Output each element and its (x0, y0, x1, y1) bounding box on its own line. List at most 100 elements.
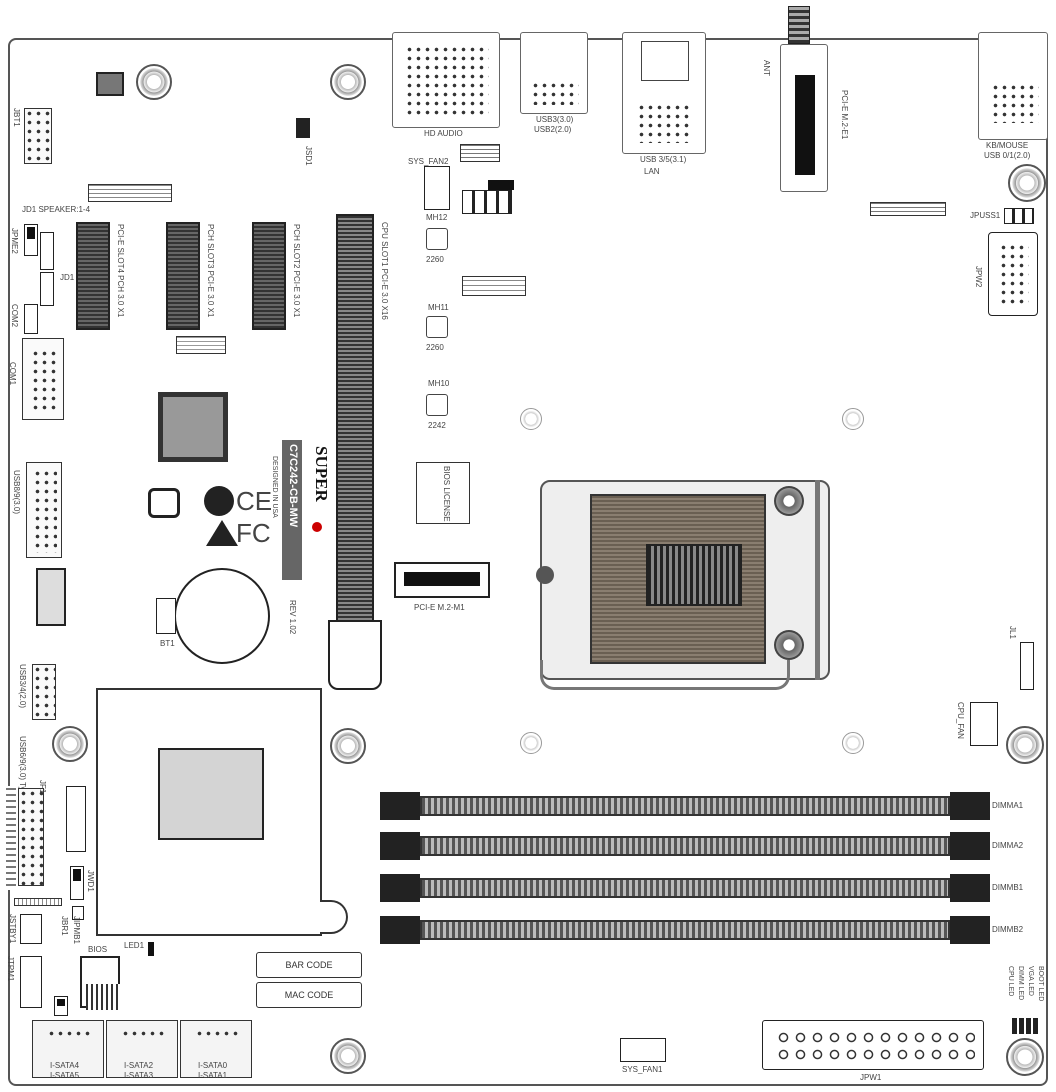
cpu-fan-label: CPU_FAN (956, 702, 965, 739)
jbt-header (24, 108, 52, 164)
usb-header (26, 462, 62, 558)
pcie-slot4 (76, 222, 110, 330)
sys-fan2-header (424, 166, 450, 210)
m2-standoff-2260a (426, 228, 448, 250)
com1-header (22, 338, 64, 420)
jstby-sticker (14, 898, 62, 906)
dimm-latch (950, 874, 990, 902)
mac-code-text: MAC CODE (284, 990, 334, 1000)
heatsink-notch (320, 900, 348, 934)
boot-led-label: BOOT LED (1037, 966, 1044, 1002)
pch-heatsink (96, 688, 322, 936)
jtpm1-label: JTPM1 (6, 956, 15, 982)
isata0-label: I-SATA0 (198, 1061, 228, 1070)
heatsink-hole (842, 732, 864, 754)
pcie-slot2 (252, 222, 286, 330)
jd1-label-block (88, 184, 172, 202)
pch-chip (158, 748, 264, 840)
dimm-latch (380, 916, 420, 944)
bios-label: BIOS (88, 945, 108, 954)
m2242-label: 2242 (428, 421, 446, 430)
sticker (870, 202, 946, 216)
jsd1-label: JSD1 (304, 146, 313, 166)
jstby-label: JSTBY1 (8, 914, 17, 944)
jpme2-jumper (24, 224, 38, 256)
antenna-connector (788, 6, 810, 44)
dimm-latch (380, 874, 420, 902)
isata5-label: I-SATA5 (50, 1071, 80, 1080)
mounting-hole (1006, 1038, 1044, 1076)
jbr-jumper (54, 996, 68, 1016)
cpu-led-label: CPU LED (1007, 966, 1014, 997)
usb34-label: USB3/4(2.0) (18, 664, 27, 709)
heatsink-hole (520, 732, 542, 754)
jf1-label: JF1 (38, 780, 47, 794)
speaker-label: JD1 SPEAKER:1-4 (22, 205, 91, 214)
battery (174, 568, 270, 664)
cert-logo (148, 488, 180, 518)
sata-port-2-3 (106, 1020, 178, 1078)
cpu-socket-screw (774, 630, 804, 660)
mounting-hole (1008, 164, 1046, 202)
jpuss1-label: JPUSS1 (970, 211, 1001, 220)
pcie-slot4-label: PCI-E SLOT4 PCH 3.0 X1 (116, 224, 125, 318)
bios-license-label: BIOS LICENSE (442, 466, 451, 522)
sticker (462, 276, 526, 296)
sticker (176, 336, 226, 354)
dimma2-slot (420, 836, 950, 856)
cpu-socket-lever-arm (800, 480, 820, 680)
mounting-hole (1006, 726, 1044, 764)
cpu-slot1-pcie-x16 (336, 214, 374, 688)
isata2-label: I-SATA2 (124, 1061, 154, 1070)
mounting-hole (330, 1038, 366, 1074)
jipmb-header (66, 786, 86, 852)
dimm-led-label: DIMM LED (1017, 966, 1024, 1001)
jpw2-label: JPW2 (974, 266, 983, 288)
cpu-fan-header (970, 702, 998, 746)
cert-logo (206, 520, 238, 546)
usb3-label: USB3(3.0) (536, 115, 574, 124)
sticker (460, 144, 500, 162)
jl1-label: JL1 (1008, 626, 1017, 639)
jd1-header (40, 232, 54, 270)
battery-clip (156, 598, 176, 634)
kb-mouse-label: KB/MOUSE (986, 141, 1029, 150)
isata3-label: I-SATA3 (124, 1071, 154, 1080)
usb2-label: USB2(2.0) (534, 125, 572, 134)
jstby-header (20, 914, 42, 944)
lan-label: LAN (644, 167, 660, 176)
jl1-header (1020, 642, 1034, 690)
dimm-latch (950, 916, 990, 944)
jumper-block (462, 190, 512, 214)
mh11-label: MH11 (428, 303, 449, 312)
ce-mark: CE (236, 486, 273, 516)
isata1-label: I-SATA1 (198, 1071, 228, 1080)
m2-m1-label: PCI-E M.2-M1 (414, 603, 465, 612)
jwd1-label: JWD1 (86, 870, 95, 892)
jd1-label: JD1 (60, 273, 75, 282)
cert-logo (204, 486, 234, 516)
slot-latch (328, 620, 382, 690)
jf1-legend (6, 786, 16, 890)
m2-e1-label: PCI-E M.2-E1 (840, 90, 849, 140)
mounting-hole (330, 728, 366, 764)
m2260a-label: 2260 (426, 255, 444, 264)
super-logo: SUPER (312, 446, 331, 502)
cpu-socket-screw (774, 486, 804, 516)
m2-e1-slot (780, 44, 828, 192)
isata4-label: I-SATA4 (50, 1061, 80, 1070)
usb01-label: USB 0/1(2.0) (984, 151, 1031, 160)
mac-code-label: MAC CODE (256, 982, 362, 1008)
heatsink-hole (520, 408, 542, 430)
m2-m1-slot (394, 562, 490, 598)
jumper-x (72, 906, 84, 920)
usb-stack-connector (520, 32, 588, 114)
jf1-header (18, 788, 44, 886)
bios-license-block (416, 462, 470, 524)
mh12-label: MH12 (426, 213, 448, 222)
dimm-latch (380, 792, 420, 820)
mounting-hole (330, 64, 366, 100)
dimma2-label: DIMMA2 (992, 841, 1024, 850)
dimm-latch (950, 792, 990, 820)
bios-clip (86, 984, 120, 1010)
